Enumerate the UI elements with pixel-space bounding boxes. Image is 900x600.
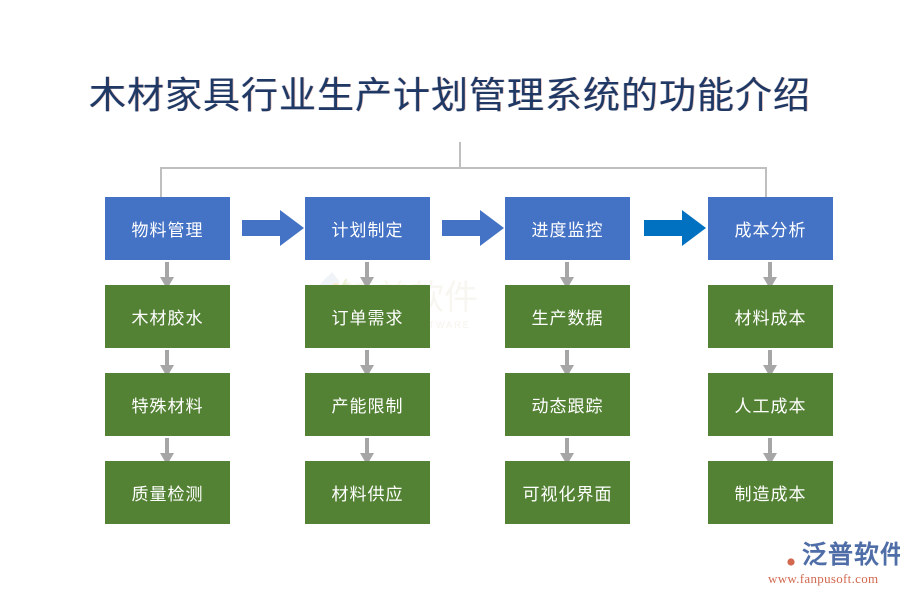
node-materials-item-3[interactable]: 质量检测 [105, 461, 230, 524]
node-progress-item-1[interactable]: 生产数据 [505, 285, 630, 348]
page-title: 木材家具行业生产计划管理系统的功能介绍 [89, 76, 811, 117]
brand-url: www.fanpusoft.com [768, 571, 879, 586]
node-materials-item-1[interactable]: 木材胶水 [105, 285, 230, 348]
node-materials-item-2[interactable]: 特殊材料 [105, 373, 230, 436]
fanpu-logo-icon [769, 543, 795, 571]
node-progress-item-2[interactable]: 动态跟踪 [505, 373, 630, 436]
node-cost-item-3[interactable]: 制造成本 [708, 461, 833, 524]
node-planning-item-3[interactable]: 材料供应 [305, 461, 430, 524]
node-planning-item-1[interactable]: 订单需求 [305, 285, 430, 348]
brand-logo: 泛普软件 www.fanpusoft.com [766, 540, 900, 592]
connector-drop-left [160, 167, 162, 198]
node-head-cost[interactable]: 成本分析 [708, 197, 833, 260]
node-planning-item-2[interactable]: 产能限制 [305, 373, 430, 436]
brand-name: 泛普软件 [802, 541, 900, 569]
node-head-progress[interactable]: 进度监控 [505, 197, 630, 260]
arrow-progress-to-cost [644, 210, 706, 246]
connector-stem [459, 142, 461, 168]
node-progress-item-3[interactable]: 可视化界面 [505, 461, 630, 524]
node-cost-item-2[interactable]: 人工成本 [708, 373, 833, 436]
node-head-planning[interactable]: 计划制定 [305, 197, 430, 260]
connector-rail [160, 167, 767, 169]
arrow-plan-to-progress [442, 210, 504, 246]
arrow-materials-to-plan [242, 210, 304, 246]
connector-drop-right [765, 167, 767, 198]
node-cost-item-1[interactable]: 材料成本 [708, 285, 833, 348]
node-head-materials[interactable]: 物料管理 [105, 197, 230, 260]
